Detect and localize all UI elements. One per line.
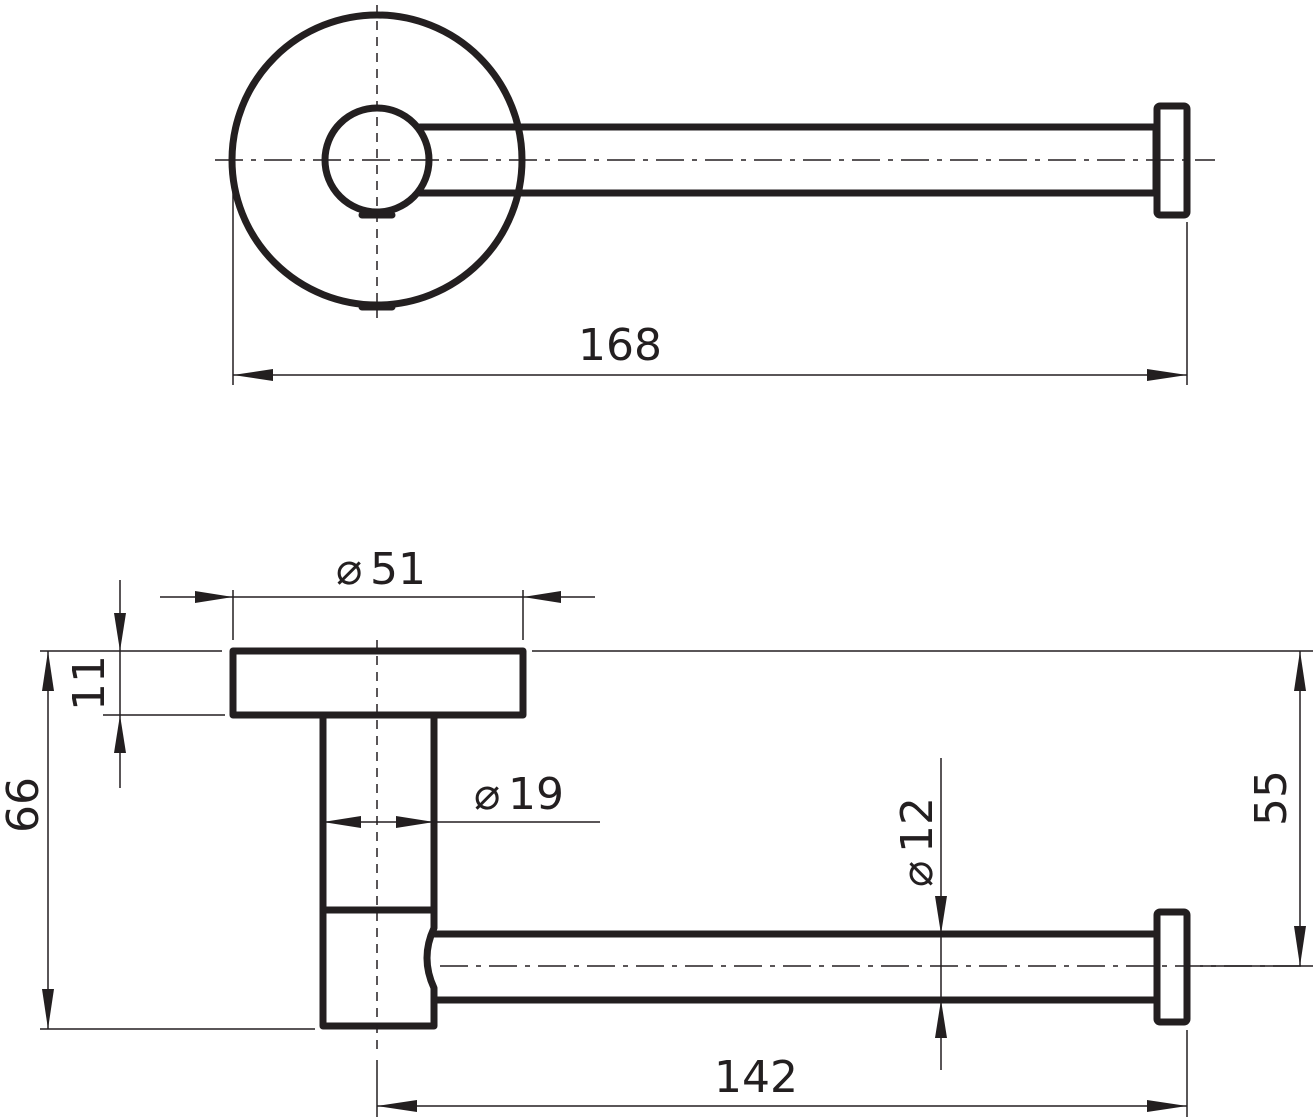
post-outline-side	[319, 711, 438, 1030]
arrowhead	[1147, 1100, 1187, 1112]
dimension-label-arm-diameter: 12	[892, 797, 943, 853]
arrowhead	[195, 591, 233, 603]
arrowhead	[1294, 926, 1306, 966]
arrowhead	[42, 651, 54, 691]
dimension-label-post-diameter: 19	[508, 769, 564, 820]
arrowhead	[233, 369, 273, 381]
dimension-label-mount-diameter: 51	[370, 544, 426, 595]
arrowhead	[377, 1100, 417, 1112]
dimension-label-overall-height: 66	[0, 777, 49, 833]
diameter-symbol: ⌀	[336, 544, 363, 595]
top-view: 168	[215, 5, 1215, 385]
arrowhead	[935, 1000, 947, 1038]
dimension-label-arm-length: 142	[714, 1052, 798, 1103]
arrowhead	[114, 613, 126, 651]
dimension-label-total-length: 168	[578, 320, 662, 371]
arrowhead	[935, 896, 947, 934]
arrowhead	[323, 816, 361, 828]
dimension-label-arm-height: 55	[1246, 770, 1297, 826]
diameter-symbol: ⌀	[892, 861, 943, 888]
arrowhead	[114, 715, 126, 753]
dimension-label-rosette-thickness: 11	[64, 655, 115, 711]
diameter-symbol: ⌀	[474, 769, 501, 820]
arm-outline-side	[430, 930, 1160, 1004]
side-view: ⌀ 51 11 66 ⌀ 19 ⌀ 12 55 142	[0, 544, 1313, 1117]
arrowhead	[523, 591, 561, 603]
arrowhead	[396, 816, 434, 828]
rosette-plate-outline	[229, 647, 527, 719]
arrowhead	[1294, 651, 1306, 691]
arrowhead	[42, 989, 54, 1029]
arrowhead	[1147, 369, 1187, 381]
end-cap-outline-side	[1153, 908, 1191, 1026]
